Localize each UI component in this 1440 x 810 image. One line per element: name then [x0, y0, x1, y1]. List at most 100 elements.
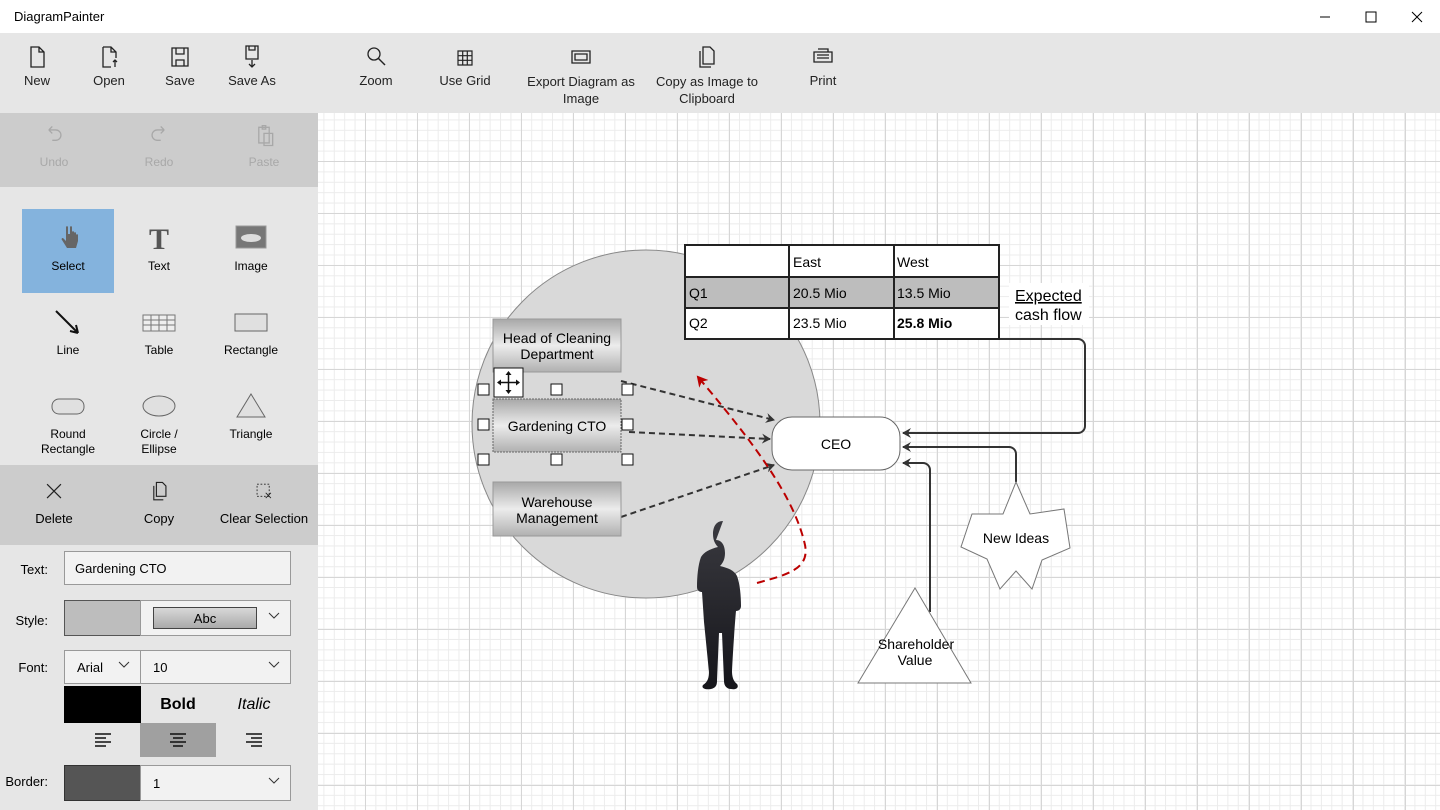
new-ideas-star[interactable]: New Ideas: [960, 480, 1071, 590]
print-icon: [813, 48, 833, 63]
actions-section: Delete Copy Clear Selection: [0, 465, 318, 545]
resize-handle[interactable]: [621, 453, 634, 466]
connector-ideas-ceo[interactable]: [902, 442, 1017, 482]
text-property-label: Text:: [20, 562, 48, 577]
new-label: New: [23, 73, 50, 88]
resize-handle[interactable]: [477, 418, 490, 431]
align-right-button[interactable]: [216, 723, 292, 757]
tool-select[interactable]: Select: [22, 209, 114, 293]
export-label: Export Diagram as Image: [527, 74, 635, 106]
resize-handle[interactable]: [550, 383, 563, 396]
minimize-button[interactable]: [1302, 0, 1348, 33]
new-file-icon: [30, 46, 45, 68]
style-property-label: Style:: [15, 613, 48, 628]
tool-text[interactable]: T Text: [113, 209, 205, 293]
head-cleaning-box[interactable]: Head of Cleaning Department: [492, 318, 622, 373]
use-grid-button[interactable]: Use Grid: [432, 45, 498, 88]
bold-toggle[interactable]: Bold: [160, 696, 196, 713]
font-size-dropdown[interactable]: 10: [140, 650, 291, 684]
left-panel: Undo Redo Paste Select T Text Image Line…: [0, 113, 318, 810]
tool-triangle[interactable]: Triangle: [205, 377, 297, 461]
table-cell: 25.8 Mio: [897, 315, 952, 331]
dashed-arrow[interactable]: [628, 431, 771, 444]
redo-button[interactable]: Redo: [113, 109, 205, 183]
use-grid-label: Use Grid: [439, 73, 491, 88]
warehouse-box[interactable]: Warehouse Management: [492, 481, 622, 537]
diagram-canvas[interactable]: East West Q1 20.5 Mio 13.5 Mio Q2 23.5 M…: [318, 113, 1440, 810]
align-center-button[interactable]: [140, 723, 216, 757]
font-color-swatch[interactable]: [64, 686, 141, 723]
delete-label: Delete: [35, 511, 73, 526]
save-button[interactable]: Save: [157, 45, 203, 88]
table-cell: 23.5 Mio: [793, 315, 847, 331]
zoom-button[interactable]: Zoom: [350, 45, 402, 88]
table-tool-icon: [142, 314, 176, 332]
zoom-label: Zoom: [359, 73, 393, 88]
note-text-line2[interactable]: cash flow: [1015, 307, 1082, 324]
box-text: Management: [516, 510, 598, 526]
gardening-cto-box[interactable]: Gardening CTO: [492, 398, 622, 453]
ceo-shape[interactable]: CEO: [821, 436, 851, 452]
undo-icon: [48, 126, 62, 141]
text-tool-icon: T: [149, 223, 169, 253]
copy-image-button[interactable]: Copy as Image to Clipboard: [652, 45, 762, 107]
open-button[interactable]: Open: [86, 45, 132, 88]
star-text: New Ideas: [983, 530, 1049, 546]
connector-table-ceo[interactable]: [902, 338, 1086, 438]
delete-button[interactable]: Delete: [8, 465, 100, 545]
border-width-dropdown[interactable]: 1: [140, 765, 291, 801]
style-dropdown[interactable]: Abc: [140, 600, 291, 636]
font-family-dropdown[interactable]: Arial: [64, 650, 141, 684]
dashed-arrow[interactable]: [620, 380, 775, 423]
text-input[interactable]: Gardening CTO: [64, 551, 291, 585]
text-label: Text: [147, 259, 170, 273]
align-left-button[interactable]: [64, 723, 141, 757]
resize-handle[interactable]: [621, 418, 634, 431]
tool-round-rectangle[interactable]: Round Rectangle: [22, 377, 114, 461]
copy-icon: [153, 481, 167, 501]
table-cell: Q2: [689, 315, 708, 331]
delete-x-icon: [46, 483, 62, 499]
close-button[interactable]: [1394, 0, 1440, 33]
resize-handle[interactable]: [550, 453, 563, 466]
save-as-button[interactable]: Save As: [222, 45, 282, 88]
tool-line[interactable]: Line: [22, 293, 114, 377]
tool-image[interactable]: Image: [205, 209, 297, 293]
undo-button[interactable]: Undo: [8, 109, 100, 183]
table-label: Table: [144, 343, 174, 357]
tool-table[interactable]: Table: [113, 293, 205, 377]
resize-handle[interactable]: [477, 383, 490, 396]
paste-button[interactable]: Paste: [218, 109, 310, 183]
new-button[interactable]: New: [14, 45, 60, 88]
copy-image-label: Copy as Image to Clipboard: [656, 74, 758, 106]
table-header: East: [793, 254, 821, 270]
clear-selection-button[interactable]: Clear Selection: [210, 465, 318, 545]
border-color-swatch[interactable]: [64, 765, 141, 801]
resize-handle[interactable]: [477, 453, 490, 466]
round-rectangle-label: Round Rectangle: [40, 427, 96, 456]
dashed-arrow[interactable]: [620, 462, 775, 518]
print-button[interactable]: Print: [800, 45, 846, 88]
align-left-icon: [94, 733, 111, 747]
paste-icon: [258, 124, 274, 147]
align-right-icon: [246, 733, 262, 747]
style-color-swatch[interactable]: [64, 600, 141, 636]
shareholder-triangle[interactable]: Shareholder Value: [857, 587, 972, 684]
image-label: Image: [234, 259, 268, 273]
tool-circle[interactable]: Circle / Ellipse: [113, 377, 205, 461]
maximize-button[interactable]: [1348, 0, 1394, 33]
toolbar: New Open Save Save As Zoom Use Grid Expo…: [0, 33, 1440, 113]
copy-button[interactable]: Copy: [113, 465, 205, 545]
connector-shareholder-ceo[interactable]: [902, 458, 931, 612]
red-dashed-arrow[interactable]: [696, 375, 807, 584]
person-silhouette[interactable]: [697, 521, 741, 690]
export-diagram-button[interactable]: Export Diagram as Image: [524, 45, 638, 107]
tool-rectangle[interactable]: Rectangle: [205, 293, 297, 377]
move-handle-icon[interactable]: [493, 367, 524, 398]
note-text-line1[interactable]: Expected: [1015, 288, 1082, 305]
italic-toggle[interactable]: Italic: [237, 696, 271, 713]
triangle-tool-icon: [236, 393, 266, 418]
save-as-icon: [245, 45, 259, 68]
resize-handle[interactable]: [621, 383, 634, 396]
data-table[interactable]: East West Q1 20.5 Mio 13.5 Mio Q2 23.5 M…: [684, 244, 1000, 340]
